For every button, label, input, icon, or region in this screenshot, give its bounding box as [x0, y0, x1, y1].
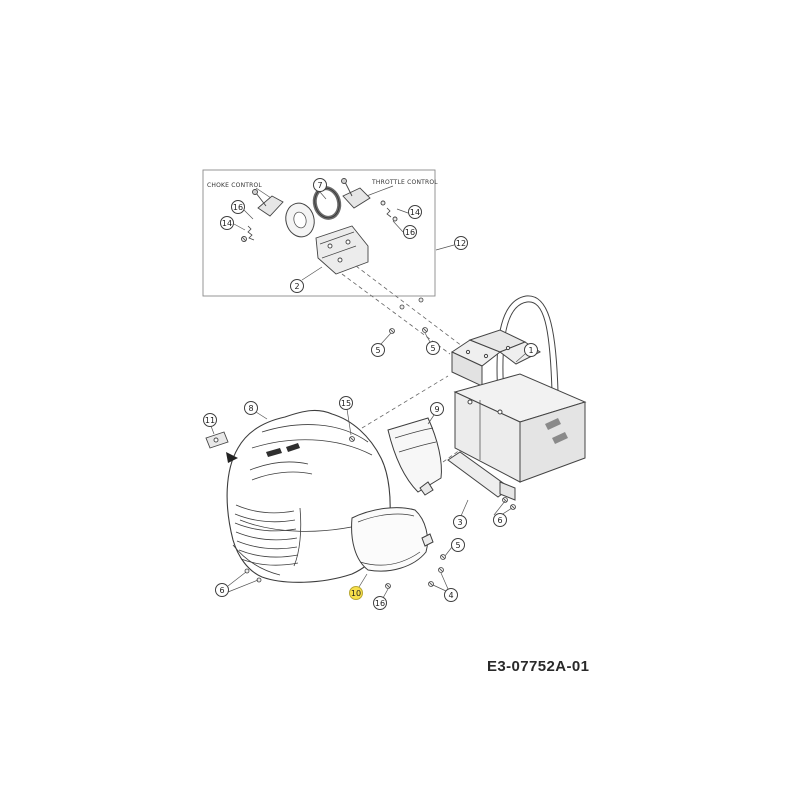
lower-side-panel	[351, 507, 434, 572]
drawing-number: E3-07752A-01	[487, 658, 590, 675]
callout-14[interactable]: 14	[220, 216, 234, 230]
fasteners	[244, 297, 516, 589]
callout-1[interactable]: 1	[524, 343, 538, 357]
callout-14[interactable]: 14	[408, 205, 422, 219]
hood-hinge-plate	[205, 431, 238, 463]
callout-2[interactable]: 2	[290, 279, 304, 293]
grille-slats	[234, 504, 299, 566]
throttle-control-assembly	[341, 178, 398, 222]
callout-15[interactable]: 15	[339, 396, 353, 410]
callout-5[interactable]: 5	[371, 343, 385, 357]
callout-6[interactable]: 6	[215, 583, 229, 597]
callout-4[interactable]: 4	[444, 588, 458, 602]
callout-6[interactable]: 6	[493, 513, 507, 527]
control-mounting-bracket	[315, 225, 369, 275]
choke-control-label: CHOKE CONTROL	[207, 182, 262, 189]
callout-11[interactable]: 11	[203, 413, 217, 427]
callout-8[interactable]: 8	[244, 401, 258, 415]
side-duct-panel	[387, 417, 442, 496]
callout-9[interactable]: 9	[430, 402, 444, 416]
callout-12[interactable]: 12	[454, 236, 468, 250]
callout-5[interactable]: 5	[426, 341, 440, 355]
callout-10-highlighted[interactable]: 10	[349, 586, 363, 600]
callout-5[interactable]: 5	[451, 538, 465, 552]
callout-16[interactable]: 16	[403, 225, 417, 239]
frame-assembly	[447, 295, 587, 501]
throttle-control-label: THROTTLE CONTROL	[371, 179, 438, 186]
install-direction-arrow	[226, 452, 238, 463]
callout-16[interactable]: 16	[231, 200, 245, 214]
callout-leader-lines	[210, 191, 526, 599]
hood	[226, 409, 391, 583]
callout-3[interactable]: 3	[453, 515, 467, 529]
callout-7[interactable]: 7	[313, 178, 327, 192]
choke-control-assembly	[241, 189, 284, 242]
callout-16[interactable]: 16	[373, 596, 387, 610]
